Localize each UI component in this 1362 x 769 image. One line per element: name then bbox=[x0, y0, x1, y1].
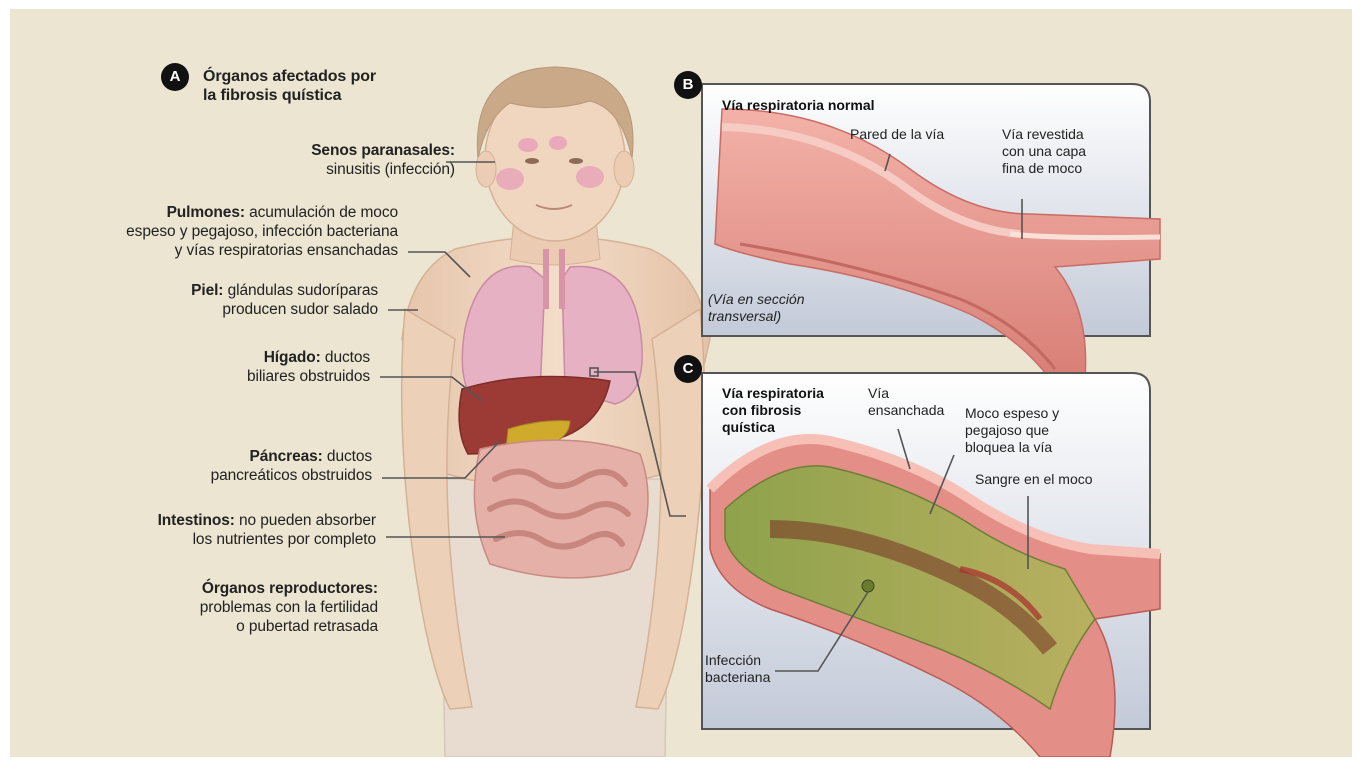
panel-b-badge: B bbox=[674, 71, 702, 99]
label-reproductive-title: Órganos reproductores: bbox=[202, 580, 378, 597]
label-liver-text2: biliares obstruidos bbox=[247, 367, 370, 386]
mucus-lining-line1: Vía revestida bbox=[1002, 126, 1086, 143]
label-intestines-text2: los nutrientes por completo bbox=[158, 530, 376, 549]
label-reproductive-text2: problemas con la fertilidad bbox=[200, 598, 378, 617]
label-intestines: Intestinos: no pueden absorber los nutri… bbox=[158, 511, 376, 549]
panel-a-badge: A bbox=[161, 63, 189, 91]
panel-a-title: Órganos afectados por la fibrosis quísti… bbox=[203, 67, 376, 105]
panel-c-title-line3: quística bbox=[722, 419, 824, 436]
bacterial-infection-label: Infección bacteriana bbox=[705, 652, 770, 686]
widened-airway-line2: ensanchada bbox=[868, 402, 944, 419]
widened-airway-line1: Vía bbox=[868, 385, 944, 402]
label-liver-title: Hígado: bbox=[264, 349, 321, 366]
cross-section-note-line2: transversal) bbox=[708, 308, 805, 325]
thick-mucus-line3: bloquea la vía bbox=[965, 439, 1059, 456]
label-lungs-text2: espeso y pegajoso, infección bacteriana bbox=[126, 222, 398, 241]
panel-c-title-line2: con fibrosis bbox=[722, 402, 824, 419]
label-skin-title: Piel: bbox=[191, 282, 223, 299]
label-skin-text1: glándulas sudoríparas bbox=[223, 282, 378, 299]
mucus-lining-label: Vía revestida con una capa fina de moco bbox=[1002, 126, 1086, 177]
blood-in-mucus-label: Sangre en el moco bbox=[975, 471, 1093, 488]
label-skin: Piel: glándulas sudoríparas producen sud… bbox=[191, 281, 378, 319]
panel-c-badge: C bbox=[674, 355, 702, 383]
label-liver-text1: ductos bbox=[321, 349, 370, 366]
label-pancreas: Páncreas: ductos pancreáticos obstruidos bbox=[211, 447, 372, 485]
label-pancreas-text2: pancreáticos obstruidos bbox=[211, 466, 372, 485]
label-reproductive: Órganos reproductores: problemas con la … bbox=[200, 579, 378, 636]
label-lungs-title: Pulmones: bbox=[167, 204, 245, 221]
label-reproductive-text3: o pubertad retrasada bbox=[200, 617, 378, 636]
label-lungs: Pulmones: acumulación de moco espeso y p… bbox=[126, 203, 398, 260]
label-skin-text2: producen sudor salado bbox=[191, 300, 378, 319]
label-lungs-text3: y vías respiratorias ensanchadas bbox=[126, 241, 398, 260]
label-lungs-text1: acumulación de moco bbox=[245, 204, 398, 221]
panel-b-title: Vía respiratoria normal bbox=[722, 97, 875, 114]
label-pancreas-text1: ductos bbox=[323, 448, 372, 465]
label-intestines-title: Intestinos: bbox=[158, 512, 235, 529]
anatomy-artwork bbox=[10, 9, 1352, 757]
panel-a-title-line1: Órganos afectados por bbox=[203, 67, 376, 86]
label-sinuses: Senos paranasales: sinusitis (infección) bbox=[311, 141, 455, 179]
bacterial-infection-line1: Infección bbox=[705, 652, 770, 669]
cross-section-note-line1: (Vía en sección bbox=[708, 291, 805, 308]
label-sinuses-text: sinusitis (infección) bbox=[311, 160, 455, 179]
label-liver: Hígado: ductos biliares obstruidos bbox=[247, 348, 370, 386]
label-sinuses-title: Senos paranasales: bbox=[311, 142, 455, 159]
panel-c-title: Vía respiratoria con fibrosis quística bbox=[722, 385, 824, 436]
bacterial-infection-line2: bacteriana bbox=[705, 669, 770, 686]
thick-mucus-line1: Moco espeso y bbox=[965, 405, 1059, 422]
airway-wall-label: Pared de la vía bbox=[850, 126, 944, 143]
mucus-lining-line2: con una capa bbox=[1002, 143, 1086, 160]
cross-section-note: (Vía en sección transversal) bbox=[708, 291, 805, 325]
mucus-lining-line3: fina de moco bbox=[1002, 160, 1086, 177]
label-pancreas-title: Páncreas: bbox=[250, 448, 323, 465]
panel-c-title-line1: Vía respiratoria bbox=[722, 385, 824, 402]
widened-airway-label: Vía ensanchada bbox=[868, 385, 944, 419]
panel-a-title-line2: la fibrosis quística bbox=[203, 86, 376, 105]
thick-mucus-line2: pegajoso que bbox=[965, 422, 1059, 439]
thick-mucus-label: Moco espeso y pegajoso que bloquea la ví… bbox=[965, 405, 1059, 456]
illustration-canvas: A B C Órganos afectados por la fibrosis … bbox=[10, 9, 1352, 757]
label-intestines-text1: no pueden absorber bbox=[235, 512, 376, 529]
